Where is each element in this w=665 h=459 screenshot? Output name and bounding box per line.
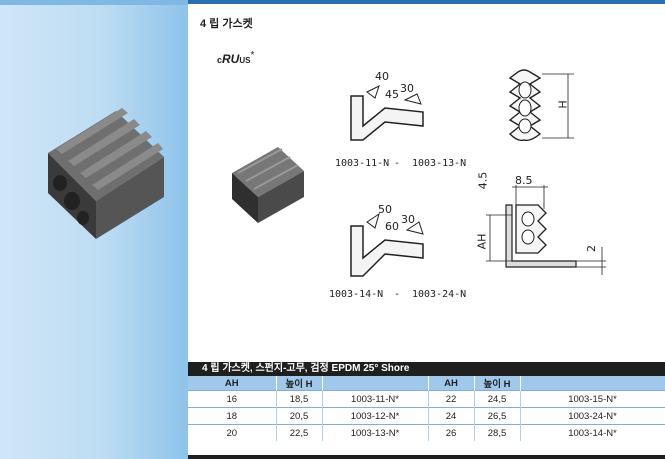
part-range-bottom-to: 1003-24-N: [412, 289, 467, 300]
cell: 22: [428, 390, 475, 408]
part-range-bottom-dash: -: [394, 289, 401, 300]
ul-star: *: [250, 50, 255, 61]
col-height-2: 높이 H: [474, 376, 521, 391]
table-row: 16 18,5 1003-11-N* 22 24,5 1003-15-N*: [188, 390, 665, 408]
cell: 1003-11-N*: [322, 390, 429, 408]
part-range-top-to: 1003-13-N: [412, 158, 467, 169]
cell: 26: [428, 424, 475, 441]
ul-us: US: [239, 56, 251, 65]
angle-60: 60: [385, 220, 399, 233]
angle-30: 30: [400, 82, 414, 95]
part-range-bottom-from: 1003-14-N: [329, 289, 384, 300]
footer-rule: [188, 455, 665, 459]
angle-45: 45: [385, 88, 399, 101]
dim-h: H: [556, 100, 570, 109]
cell: 22,5: [276, 424, 323, 441]
table-row: 18 20,5 1003-12-N* 24 26,5 1003-24-N*: [188, 407, 665, 425]
cross-section-sketch: [508, 69, 574, 142]
cell: 1003-24-N*: [520, 407, 665, 425]
dim-4-5: 4.5: [476, 171, 490, 190]
col-ah-2: AH: [428, 376, 475, 391]
cell: 1003-13-N*: [322, 424, 429, 441]
profile-top-sketch: [350, 85, 424, 141]
table-title: 4 립 가스켓, 스펀지-고무, 검정 EPDM 25° Shore: [188, 362, 665, 376]
gasket-small-render: [232, 147, 304, 223]
col-ah: AH: [188, 376, 277, 391]
dim-ah: AH: [475, 233, 489, 250]
cell: 28,5: [474, 424, 521, 441]
cell: 16: [188, 390, 277, 408]
ul-certification-mark: cRUUS*: [217, 50, 254, 66]
col-part-2: [520, 376, 665, 391]
angle-50: 50: [378, 203, 392, 216]
gasket-photo: [48, 108, 164, 239]
cell: 18,5: [276, 390, 323, 408]
cell: 1003-14-N*: [520, 424, 665, 441]
cell: 24,5: [474, 390, 521, 408]
cell: 18: [188, 407, 277, 425]
profile-bottom-sketch: [350, 212, 424, 277]
ul-c: c: [217, 55, 223, 65]
angle-30b: 30: [401, 213, 415, 226]
spec-table: 4 립 가스켓, 스펀지-고무, 검정 EPDM 25° Shore AH 높이…: [188, 362, 665, 459]
part-range-top-dash: -: [394, 158, 401, 169]
cell: 20: [188, 424, 277, 441]
part-range-top-from: 1003-11-N: [335, 158, 390, 169]
dim-2: 2: [585, 245, 598, 252]
cell: 26,5: [474, 407, 521, 425]
dim-8-5: 8.5: [515, 174, 533, 187]
angle-40: 40: [375, 70, 389, 83]
page-title: 4 립 가스켓: [200, 18, 253, 30]
col-height: 높이 H: [276, 376, 323, 391]
table-header-row: AH 높이 H AH 높이 H: [188, 376, 665, 391]
cell: 24: [428, 407, 475, 425]
ul-logo: RU: [222, 52, 240, 66]
table-row: 20 22,5 1003-13-N* 26 28,5 1003-14-N*: [188, 424, 665, 441]
col-part: [322, 376, 429, 391]
mounted-section-sketch: [486, 185, 606, 275]
spec-grid: AH 높이 H AH 높이 H 16 18,5 1003-11-N* 22 24…: [188, 376, 665, 441]
cell: 1003-15-N*: [520, 390, 665, 408]
cell: 20,5: [276, 407, 323, 425]
sidebar-top-strip: [0, 0, 188, 5]
header-rule: [188, 0, 665, 4]
cell: 1003-12-N*: [322, 407, 429, 425]
